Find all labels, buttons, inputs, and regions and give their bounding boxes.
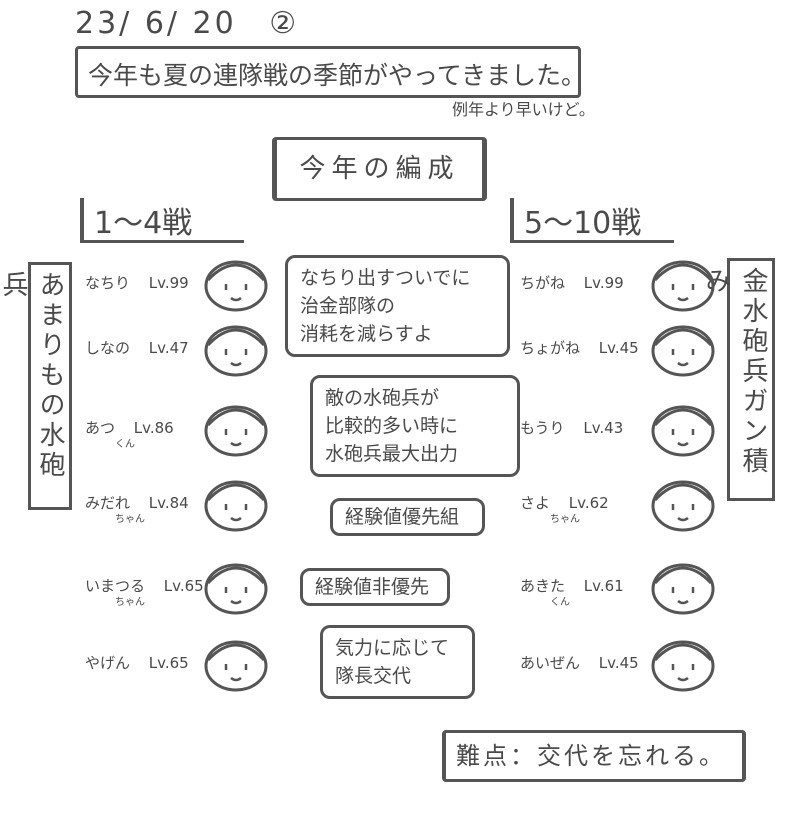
- character-face-icon: [651, 260, 715, 312]
- speech-bubble: 気力に応じて隊長交代: [320, 625, 475, 699]
- character-face-icon: [651, 325, 715, 377]
- character-face-icon: [204, 480, 268, 532]
- character-face-icon: [204, 640, 268, 692]
- member-suffix: くん: [115, 439, 135, 450]
- member-name: もうり: [520, 419, 565, 437]
- member-name: あいぜん: [520, 654, 581, 672]
- right-range: 5〜10戦: [510, 198, 674, 243]
- title-text: 今年も夏の連隊戦の季節がやってきました。: [88, 61, 587, 90]
- character-face-icon: [651, 640, 715, 692]
- member-suffix: ちゃん: [115, 597, 145, 608]
- character-face-icon: [204, 563, 268, 615]
- member-level: Lv.47: [148, 339, 189, 357]
- footer-text: 難点：交代を忘れる。: [456, 742, 726, 770]
- member-level: Lv.86: [133, 419, 174, 437]
- member-level: Lv.84: [148, 494, 189, 512]
- member-level: Lv.61: [583, 577, 624, 595]
- left-group-label: あまりもの水砲兵: [0, 262, 72, 510]
- member-entry: ちょがね Lv.45: [520, 337, 639, 358]
- character-face-icon: [651, 480, 715, 532]
- member-name: やげん: [85, 654, 131, 672]
- member-entry: みだれちゃん Lv.84: [85, 492, 189, 525]
- member-level: Lv.65: [163, 577, 204, 595]
- speech-bubble: なちり出すついでに治金部隊の消耗を減らすよ: [285, 255, 510, 357]
- footer-box: 難点：交代を忘れる。: [442, 730, 746, 782]
- member-suffix: ちゃん: [550, 514, 580, 525]
- member-entry: やげん Lv.65: [85, 652, 189, 673]
- member-name: あつ: [85, 419, 116, 437]
- date: 23/ 6/ 20 ②: [75, 6, 300, 41]
- character-face-icon: [204, 260, 268, 312]
- member-level: Lv.99: [148, 274, 189, 292]
- member-entry: いまつるちゃん Lv.65: [85, 575, 204, 608]
- speech-bubble: 経験値非優先: [300, 568, 450, 606]
- member-level: Lv.99: [583, 274, 624, 292]
- character-face-icon: [204, 325, 268, 377]
- member-entry: もうり Lv.43: [520, 417, 623, 438]
- member-suffix: くん: [550, 597, 570, 608]
- member-level: Lv.45: [598, 339, 639, 357]
- character-face-icon: [651, 563, 715, 615]
- speech-bubble: 経験値優先組: [330, 498, 485, 536]
- member-name: さよ: [520, 494, 551, 512]
- member-entry: あきたくん Lv.61: [520, 575, 624, 608]
- member-name: ちょがね: [520, 339, 581, 357]
- left-range: 1〜4戦: [80, 198, 244, 243]
- right-group-label: 金水砲兵ガン積み: [701, 258, 775, 501]
- member-level: Lv.65: [148, 654, 189, 672]
- title-box: 今年も夏の連隊戦の季節がやってきました。: [75, 46, 587, 98]
- member-name: あきた: [520, 577, 566, 595]
- member-entry: さよちゃん Lv.62: [520, 492, 609, 525]
- member-name: いまつる: [85, 577, 146, 595]
- formation-title: 今年の編成: [299, 154, 460, 184]
- member-entry: しなの Lv.47: [85, 337, 189, 358]
- note: 例年より早いけど。: [452, 100, 595, 119]
- speech-bubble: 敵の水砲兵が比較的多い時に水砲兵最大出力: [310, 375, 520, 477]
- member-entry: あいぜん Lv.45: [520, 652, 639, 673]
- character-face-icon: [651, 405, 715, 457]
- character-face-icon: [204, 405, 268, 457]
- member-level: Lv.43: [583, 419, 624, 437]
- member-entry: ちがね Lv.99: [520, 272, 624, 293]
- member-suffix: ちゃん: [115, 514, 145, 525]
- member-name: ちがね: [520, 274, 566, 292]
- member-name: しなの: [85, 339, 131, 357]
- member-entry: なちり Lv.99: [85, 272, 189, 293]
- member-entry: あつくん Lv.86: [85, 417, 174, 450]
- member-level: Lv.62: [568, 494, 609, 512]
- member-name: みだれ: [85, 494, 131, 512]
- formation-title-box: 今年の編成: [272, 137, 487, 201]
- member-name: なちり: [85, 274, 131, 292]
- member-level: Lv.45: [598, 654, 639, 672]
